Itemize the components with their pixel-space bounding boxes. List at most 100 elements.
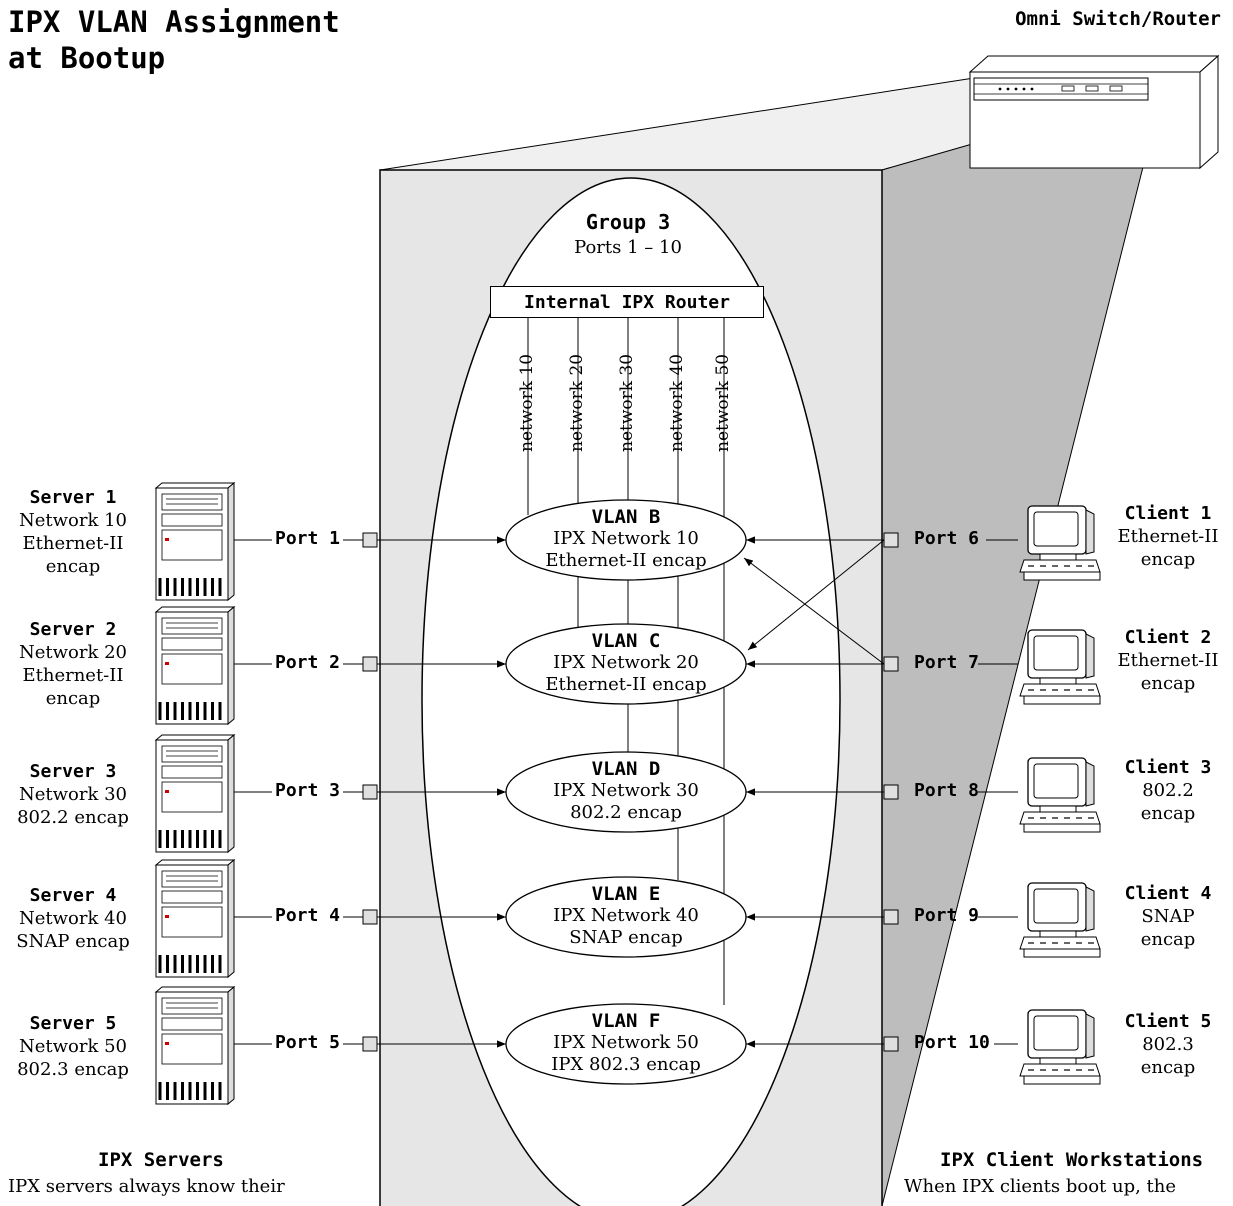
vlan-name: VLAN D <box>591 758 661 780</box>
server-detail: 802.3 encap <box>17 1059 129 1080</box>
port-8-label: Port 8 <box>914 780 980 801</box>
port-7-square <box>883 656 899 672</box>
vlan-name: VLAN B <box>591 506 661 528</box>
client-detail: Ethernet-II <box>1117 650 1219 671</box>
port-2-label: Port 2 <box>274 652 342 674</box>
server-detail: Network 10 <box>18 510 128 531</box>
port-6-square <box>883 532 899 548</box>
server-tower-icon <box>154 733 236 854</box>
client-computer-icon <box>1019 882 1101 958</box>
server-tower-icon <box>154 481 236 602</box>
server-detail: Ethernet-II <box>22 533 124 554</box>
client-1-label: Client 1 Ethernet-II encap <box>1108 502 1228 571</box>
client-detail: 802.2 <box>1142 780 1194 801</box>
client-detail: encap <box>1140 673 1196 694</box>
port-9-square <box>883 909 899 925</box>
group-name: Group 3 <box>585 210 671 234</box>
client-2-label: Client 2 Ethernet-II encap <box>1108 626 1228 695</box>
server-tower-icon <box>154 605 236 726</box>
vlan-name: VLAN E <box>591 883 661 905</box>
vlan-encap: 802.2 encap <box>570 802 682 823</box>
page-title: IPX VLAN Assignment at Bootup <box>8 4 340 76</box>
client-detail: 802.3 <box>1142 1034 1194 1055</box>
port-5-square <box>362 1036 378 1052</box>
servers-paragraph: IPX servers always know their <box>8 1176 285 1197</box>
server-detail: 802.2 encap <box>17 807 129 828</box>
vlan-e-label: VLAN E IPX Network 40 SNAP encap <box>511 883 741 949</box>
server-tower-icon <box>154 858 236 979</box>
client-computer-icon <box>1019 629 1101 705</box>
client-computer-icon <box>1019 757 1101 833</box>
port-4-square <box>362 909 378 925</box>
client-5-label: Client 5 802.3 encap <box>1108 1010 1228 1079</box>
switch-label: Omni Switch/Router <box>1015 8 1221 30</box>
vlan-network: IPX Network 50 <box>553 1032 699 1053</box>
group-ports: Ports 1 – 10 <box>574 237 682 258</box>
server-detail: Network 30 <box>18 784 128 805</box>
servers-heading: IPX Servers <box>98 1149 224 1171</box>
server-links <box>230 536 506 1048</box>
server-name: Server 5 <box>29 1013 117 1034</box>
server-name: Server 1 <box>29 487 117 508</box>
client-detail: SNAP <box>1141 906 1195 927</box>
server-detail: Network 20 <box>18 642 128 663</box>
server-1-label: Server 1 Network 10 Ethernet-II encap <box>8 486 138 578</box>
switch-box-icon <box>968 54 1220 170</box>
port-8-square <box>883 784 899 800</box>
vlan-network: IPX Network 20 <box>553 652 699 673</box>
port-6-label: Port 6 <box>914 528 980 549</box>
vlan-c-label: VLAN C IPX Network 20 Ethernet-II encap <box>511 630 741 696</box>
network-label-10: network 10 <box>517 353 537 452</box>
server-detail: encap <box>45 556 101 577</box>
port-10-label: Port 10 <box>914 1032 990 1053</box>
group-label: Group 3 Ports 1 – 10 <box>528 210 728 260</box>
vlan-name: VLAN F <box>591 1010 661 1032</box>
client-4-label: Client 4 SNAP encap <box>1108 882 1228 951</box>
client-detail: encap <box>1140 549 1196 570</box>
client-name: Client 3 <box>1124 757 1212 778</box>
client-3-label: Client 3 802.2 encap <box>1108 756 1228 825</box>
port-7-label: Port 7 <box>914 652 980 673</box>
vlan-encap: SNAP encap <box>569 927 683 948</box>
client-name: Client 5 <box>1124 1011 1212 1032</box>
clients-heading: IPX Client Workstations <box>940 1149 1204 1171</box>
vlan-name: VLAN C <box>591 630 661 652</box>
server-name: Server 3 <box>29 761 117 782</box>
server-name: Server 2 <box>29 619 117 640</box>
network-label-40: network 40 <box>667 353 687 452</box>
client-links <box>743 536 1018 1048</box>
vlan-network: IPX Network 30 <box>553 780 699 801</box>
port-10-square <box>883 1036 899 1052</box>
vlan-network: IPX Network 40 <box>553 905 699 926</box>
client-name: Client 1 <box>1124 503 1212 524</box>
vlan-encap: Ethernet-II encap <box>545 550 707 571</box>
network-label-50: network 50 <box>713 353 733 452</box>
port-3-square <box>362 784 378 800</box>
port-4-label: Port 4 <box>274 905 342 927</box>
client-detail: Ethernet-II <box>1117 526 1219 547</box>
vlan-d-label: VLAN D IPX Network 30 802.2 encap <box>511 758 741 824</box>
client-detail: encap <box>1140 1057 1196 1078</box>
vlan-encap: IPX 802.3 encap <box>551 1054 701 1075</box>
vlan-encap: Ethernet-II encap <box>545 674 707 695</box>
network-label-30: network 30 <box>617 353 637 452</box>
server-detail: Network 40 <box>18 908 128 929</box>
vlan-b-label: VLAN B IPX Network 10 Ethernet-II encap <box>511 506 741 572</box>
client-computer-icon <box>1019 505 1101 581</box>
server-detail: SNAP encap <box>16 931 130 952</box>
server-detail: Ethernet-II <box>22 665 124 686</box>
client-computer-icon <box>1019 1009 1101 1085</box>
network-label-20: network 20 <box>567 353 587 452</box>
client-detail: encap <box>1140 803 1196 824</box>
port-9-label: Port 9 <box>914 905 980 926</box>
client-name: Client 2 <box>1124 627 1212 648</box>
server-3-label: Server 3 Network 30 802.2 encap <box>8 760 138 829</box>
server-detail: Network 50 <box>18 1036 128 1057</box>
client-name: Client 4 <box>1124 883 1212 904</box>
port-2-square <box>362 656 378 672</box>
port-1-square <box>362 532 378 548</box>
title-line-1: IPX VLAN Assignment <box>8 5 340 39</box>
server-2-label: Server 2 Network 20 Ethernet-II encap <box>8 618 138 710</box>
internal-router-box: Internal IPX Router <box>490 286 764 318</box>
